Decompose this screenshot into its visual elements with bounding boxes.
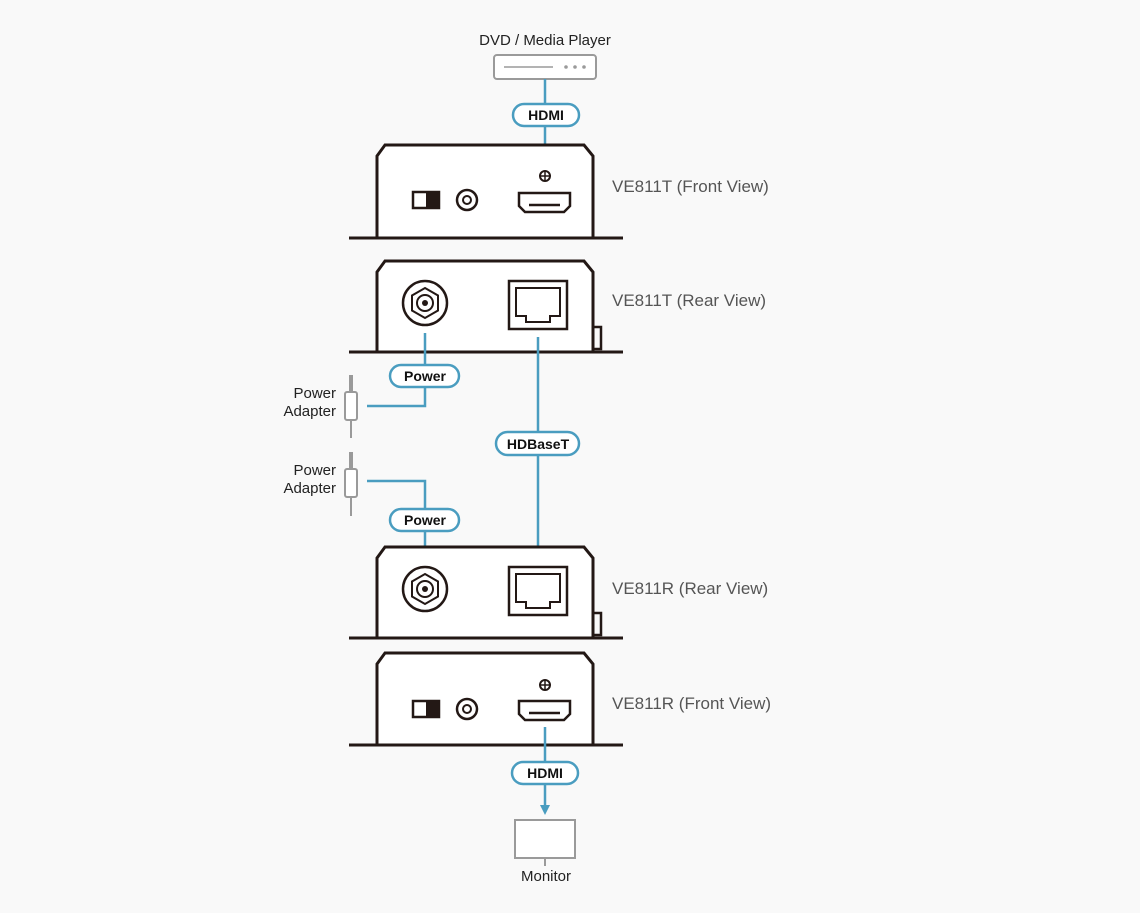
ve811t-rear-unit: VE811T (Rear View): [349, 259, 766, 354]
power-adapter-2: Power Adapter: [283, 452, 358, 516]
ve811r-front-unit: VE811R (Front View): [349, 651, 771, 747]
ve811r-rear-tab: [593, 611, 603, 637]
power-tx-label: Power: [404, 368, 447, 384]
monitor: Monitor: [514, 819, 576, 885]
power-adapter-1-label-line1: Power: [293, 385, 336, 402]
hdmi-port-icon: [517, 699, 572, 722]
ve811t-front-unit: VE811T (Front View): [349, 143, 769, 240]
hdmi-port-icon: [517, 191, 572, 214]
hdmi-output-label: HDMI: [527, 765, 563, 781]
dvd-media-player: DVD / Media Player: [479, 32, 611, 80]
dvd-indicator-dot: [573, 65, 577, 69]
ve811t-front-housing: [375, 143, 595, 238]
monitor-label: Monitor: [521, 868, 571, 885]
hdbaset-label: HDBaseT: [507, 436, 570, 452]
hdbaset-tag: [494, 430, 581, 457]
dvd-indicator-dot: [564, 65, 568, 69]
mode-switch-knob: [426, 192, 439, 208]
ve811t-front-label: VE811T (Front View): [612, 177, 769, 196]
power-plug-icon: [344, 391, 358, 421]
power-adapter-1: Power Adapter: [283, 375, 358, 438]
ve811t-rear-label: VE811T (Rear View): [612, 291, 766, 310]
hdmi-input-tag: [511, 102, 581, 128]
power-tx-tag: [388, 363, 461, 389]
hdmi-input-cable: HDMI: [511, 79, 581, 165]
ve811r-front-housing: [375, 651, 595, 745]
hdmi-output-cable: HDMI: [510, 727, 580, 815]
ve811r-rear-label: VE811R (Rear View): [612, 579, 768, 598]
monitor-icon: [514, 819, 576, 859]
ve811r-front-label: VE811R (Front View): [612, 694, 771, 713]
power-cable-tx: Power: [367, 333, 461, 408]
hdmi-output-tag: [510, 760, 580, 786]
power-plug-icon: [344, 468, 358, 498]
ve811r-rear-unit: VE811R (Rear View): [349, 545, 768, 640]
power-adapter-2-label-line2: Adapter: [283, 480, 336, 497]
dvd-player-label: DVD / Media Player: [479, 32, 611, 49]
hdbaset-cable: HDBaseT: [494, 337, 581, 566]
dvd-indicator-dot: [582, 65, 586, 69]
power-rx-label: Power: [404, 512, 447, 528]
hdmi-input-label: HDMI: [528, 107, 564, 123]
power-adapter-2-label-line1: Power: [293, 462, 336, 479]
ve811t-rear-tab: [593, 325, 603, 351]
mode-switch-knob: [426, 701, 439, 717]
power-cable-rx: Power: [367, 479, 461, 567]
power-adapter-1-label-line2: Adapter: [283, 403, 336, 420]
power-rx-tag: [388, 507, 461, 533]
